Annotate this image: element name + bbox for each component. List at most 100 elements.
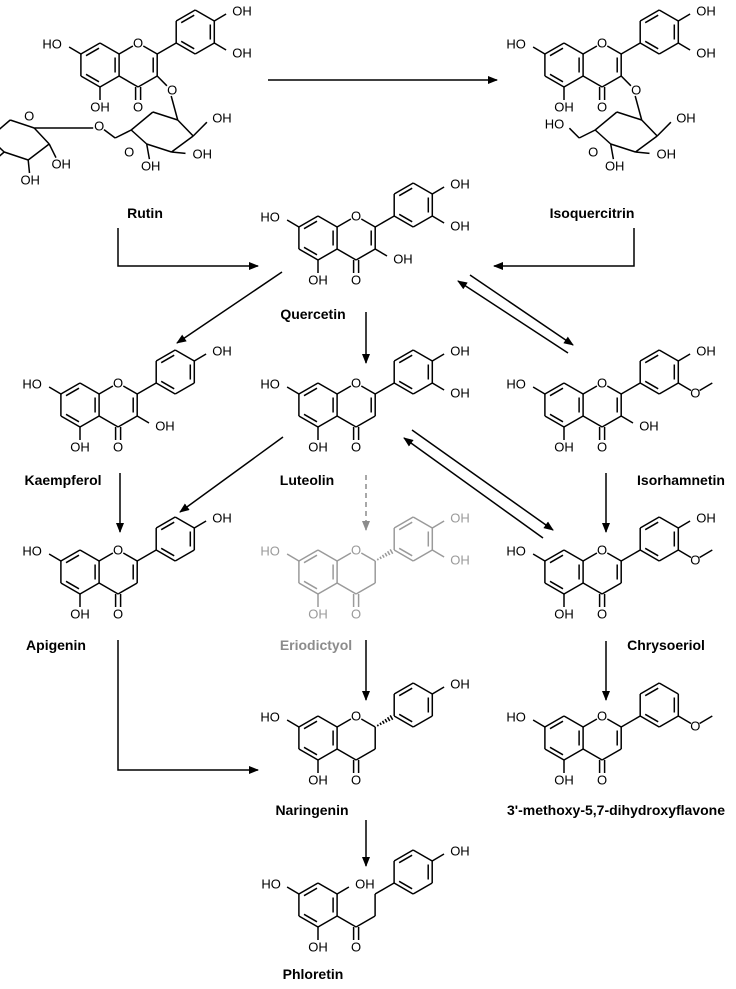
bond bbox=[136, 549, 157, 562]
bond bbox=[644, 380, 659, 390]
bond bbox=[532, 386, 546, 395]
bond bbox=[658, 516, 679, 529]
bond bbox=[60, 382, 81, 395]
arrow-luteolin-to-chrysoeriol bbox=[411, 429, 554, 531]
arrow-quercetin-to-kaempferol bbox=[176, 271, 283, 344]
carbonyl-oxygen: O bbox=[351, 273, 361, 288]
bond bbox=[156, 42, 177, 55]
bond bbox=[155, 349, 176, 362]
bond bbox=[48, 143, 57, 159]
bond bbox=[336, 582, 357, 595]
bond bbox=[393, 882, 414, 895]
bond bbox=[360, 552, 376, 562]
label-kaempferol: Kaempferol bbox=[24, 472, 101, 488]
bond bbox=[117, 415, 138, 428]
bond bbox=[544, 582, 565, 595]
bond bbox=[398, 354, 413, 364]
hydroxyl-6-prime: OH bbox=[308, 940, 328, 955]
hydroxyl-3-prime: OH bbox=[232, 4, 252, 19]
bond bbox=[398, 880, 413, 890]
bond bbox=[298, 748, 319, 761]
carbonyl-oxygen: O bbox=[351, 440, 361, 455]
bond bbox=[80, 75, 101, 88]
bond bbox=[578, 129, 596, 139]
bond bbox=[582, 552, 598, 562]
bond bbox=[620, 382, 641, 395]
bond bbox=[393, 849, 414, 862]
bond bbox=[412, 215, 433, 228]
bond bbox=[65, 580, 80, 590]
bond bbox=[644, 14, 659, 24]
bond bbox=[606, 718, 622, 728]
bond bbox=[146, 143, 172, 153]
ring-oxygen: O bbox=[597, 36, 607, 51]
bond bbox=[180, 14, 195, 24]
bond bbox=[298, 582, 319, 595]
bond bbox=[644, 40, 659, 50]
bond bbox=[431, 520, 445, 529]
bond bbox=[386, 550, 391, 556]
bond bbox=[360, 385, 376, 395]
glucose-hydroxyl-4: OH bbox=[141, 159, 161, 174]
hydroxyl-3: OH bbox=[639, 419, 659, 434]
bond bbox=[412, 882, 433, 895]
label-naringenin: Naringenin bbox=[275, 802, 348, 818]
bond bbox=[549, 73, 564, 83]
bond bbox=[170, 95, 179, 121]
bond bbox=[398, 380, 413, 390]
bond bbox=[677, 715, 692, 725]
bond bbox=[303, 913, 318, 923]
hydroxyl-5: OH bbox=[554, 100, 574, 115]
bond bbox=[620, 549, 641, 562]
hydroxyl-3-prime: OH bbox=[696, 4, 716, 19]
glucose-hydroxyl-2: OH bbox=[676, 111, 696, 126]
bond bbox=[398, 687, 413, 697]
bond bbox=[610, 143, 636, 153]
bond bbox=[3, 151, 29, 161]
bond bbox=[374, 882, 395, 895]
bond bbox=[286, 386, 300, 395]
bond bbox=[155, 382, 176, 395]
bond bbox=[563, 715, 584, 728]
label-phloretin: Phloretin bbox=[283, 966, 344, 982]
bond bbox=[136, 382, 157, 395]
bond bbox=[532, 46, 546, 55]
hydroxyl-5: OH bbox=[554, 607, 574, 622]
label-eriodictyol: Eriodictyol bbox=[280, 637, 352, 653]
bond bbox=[303, 887, 318, 897]
bond bbox=[98, 415, 119, 428]
bond bbox=[639, 349, 660, 362]
bond bbox=[699, 715, 713, 725]
bond bbox=[398, 213, 413, 223]
hydroxyl-4-prime: OH bbox=[232, 46, 252, 61]
carbonyl-oxygen: O bbox=[597, 773, 607, 788]
bond bbox=[142, 45, 158, 55]
bond bbox=[376, 724, 379, 727]
bond bbox=[145, 143, 151, 160]
bond bbox=[376, 558, 379, 561]
bond bbox=[620, 42, 641, 55]
bond bbox=[213, 13, 227, 22]
bond bbox=[298, 382, 319, 395]
hydroxyl-5: OH bbox=[70, 607, 90, 622]
carbonyl-oxygen: O bbox=[597, 440, 607, 455]
bond bbox=[398, 521, 413, 531]
bond bbox=[118, 75, 139, 88]
bond bbox=[644, 547, 659, 557]
bond bbox=[634, 95, 643, 121]
carbonyl-oxygen: O bbox=[597, 100, 607, 115]
bond bbox=[33, 127, 50, 145]
bond bbox=[155, 516, 176, 529]
bond bbox=[549, 387, 564, 397]
bond bbox=[582, 582, 603, 595]
structures-layer: OOOHHOOHOHOOOHOHOHOOHOOHOHOOOHHOOHOHOOOH… bbox=[0, 4, 716, 955]
bond bbox=[355, 748, 376, 761]
bond bbox=[639, 682, 660, 695]
bond bbox=[658, 349, 679, 362]
bond bbox=[79, 549, 100, 562]
bond bbox=[641, 119, 658, 137]
bond bbox=[193, 353, 207, 362]
bond bbox=[336, 718, 352, 728]
